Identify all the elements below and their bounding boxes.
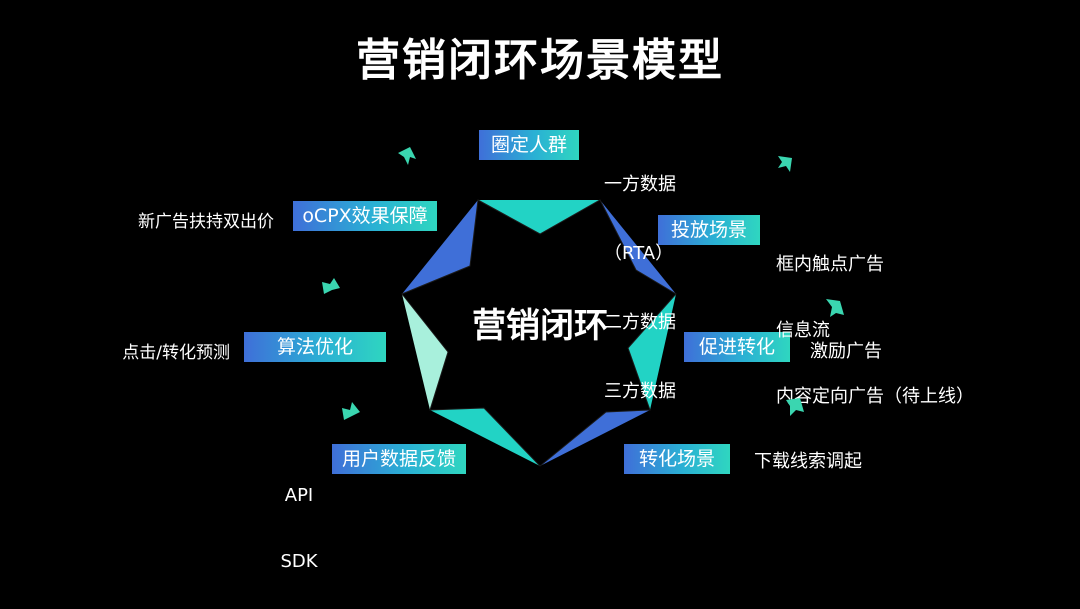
api-sdk-list: API SDK bbox=[279, 441, 319, 595]
audience-data-item: 三方数据 bbox=[604, 381, 676, 402]
stage-conversion-scene: 转化场景 bbox=[624, 444, 730, 474]
stage-placement-label: 投放场景 bbox=[670, 219, 747, 241]
arrow-icon bbox=[778, 156, 792, 172]
stage-audience-label: 圈定人群 bbox=[490, 134, 567, 156]
api-sdk-item: API bbox=[284, 485, 314, 506]
download-note: 下载线索调起 bbox=[754, 451, 862, 472]
predict-note: 点击/转化预测 bbox=[122, 343, 230, 363]
stage-ocpx: oCPX效果保障 bbox=[293, 201, 437, 231]
arrow-icon bbox=[342, 402, 360, 420]
stage-algorithm-label: 算法优化 bbox=[276, 336, 353, 358]
stage-feedback-label: 用户数据反馈 bbox=[341, 448, 456, 470]
placement-type-item: 框内触点广告 bbox=[776, 254, 884, 275]
audience-data-item: 二方数据 bbox=[604, 312, 676, 333]
spike-left bbox=[402, 294, 448, 410]
stage-conversion-promote-label: 促进转化 bbox=[698, 336, 775, 358]
stage-conversion-scene-label: 转化场景 bbox=[638, 448, 715, 470]
spike-bottom-left bbox=[430, 408, 540, 466]
stage-ocpx-label: oCPX效果保障 bbox=[302, 205, 428, 227]
api-sdk-item: SDK bbox=[280, 551, 318, 572]
spike-top bbox=[478, 200, 600, 234]
stage-algorithm: 算法优化 bbox=[244, 332, 386, 362]
audience-data-item: （RTA） bbox=[604, 243, 674, 264]
page-title: 营销闭环场景模型 bbox=[356, 35, 724, 86]
placement-type-item: 内容定向广告（待上线） bbox=[776, 386, 974, 407]
spike-bottom-right bbox=[540, 410, 650, 466]
arrow-icon bbox=[826, 299, 844, 317]
stage-placement: 投放场景 bbox=[658, 215, 760, 245]
stage-audience: 圈定人群 bbox=[479, 130, 579, 160]
new-ad-note: 新广告扶持双出价 bbox=[138, 212, 274, 232]
placement-type-item: 信息流 bbox=[776, 320, 830, 341]
stage-conversion-promote: 促进转化 bbox=[684, 332, 790, 362]
center-label: 营销闭环 bbox=[472, 306, 608, 346]
incentive-note: 激励广告 bbox=[810, 341, 882, 362]
arrow-icon bbox=[398, 147, 416, 165]
stage-feedback: 用户数据反馈 bbox=[332, 444, 466, 474]
inner-ring bbox=[401, 199, 677, 467]
spike-top-right bbox=[600, 200, 676, 294]
arrow-icon bbox=[786, 398, 804, 416]
arrow-icon bbox=[322, 278, 340, 294]
audience-data-item: 一方数据 bbox=[604, 174, 676, 195]
audience-data-list: 一方数据 （RTA） 二方数据 三方数据 bbox=[604, 127, 676, 426]
placement-types-list: 框内触点广告 信息流 内容定向广告（待上线） bbox=[776, 210, 974, 430]
